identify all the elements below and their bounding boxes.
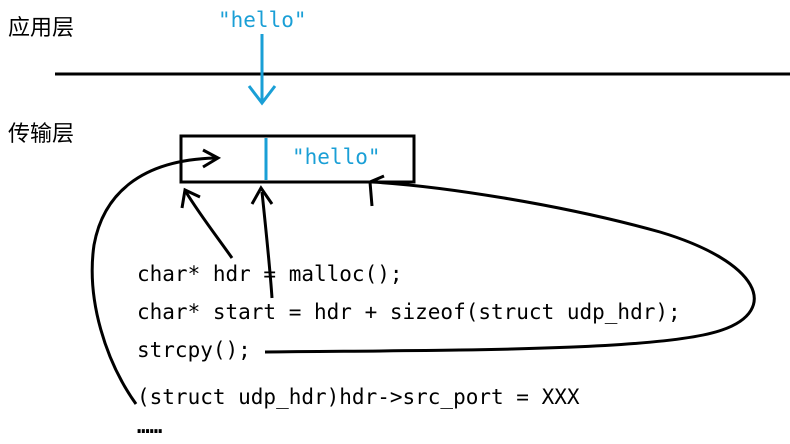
code-line-ellipsis: …… — [137, 414, 163, 438]
code-line-start-pointer: char* start = hdr + sizeof(struct udp_hd… — [137, 300, 681, 324]
transport-buffer-box — [179, 134, 416, 184]
application-layer-label: 应用层 — [8, 16, 75, 41]
payload-label-in-buffer: "hello" — [292, 145, 381, 169]
code-line-strcpy: strcpy(); — [137, 338, 251, 362]
strcpy-copy-loop-arrowhead — [368, 174, 385, 207]
hdr-pointer-arrowhead — [180, 187, 201, 209]
code-line-malloc: char* hdr = malloc(); — [137, 262, 403, 286]
code-line-src-port: (struct udp_hdr)hdr->src_port = XXX — [137, 385, 580, 409]
start-pointer-arrow — [260, 191, 274, 299]
src-port-write-arrowhead — [202, 148, 222, 169]
payload-label-top: "hello" — [218, 8, 307, 32]
src-port-write-arrow — [90, 156, 216, 405]
transport-layer-label: 传输层 — [8, 122, 75, 147]
down-arrow-head — [247, 85, 277, 106]
start-pointer-arrowhead — [250, 185, 274, 205]
hdr-pointer-arrow — [184, 191, 234, 259]
strcpy-copy-loop-arrow — [264, 180, 756, 354]
